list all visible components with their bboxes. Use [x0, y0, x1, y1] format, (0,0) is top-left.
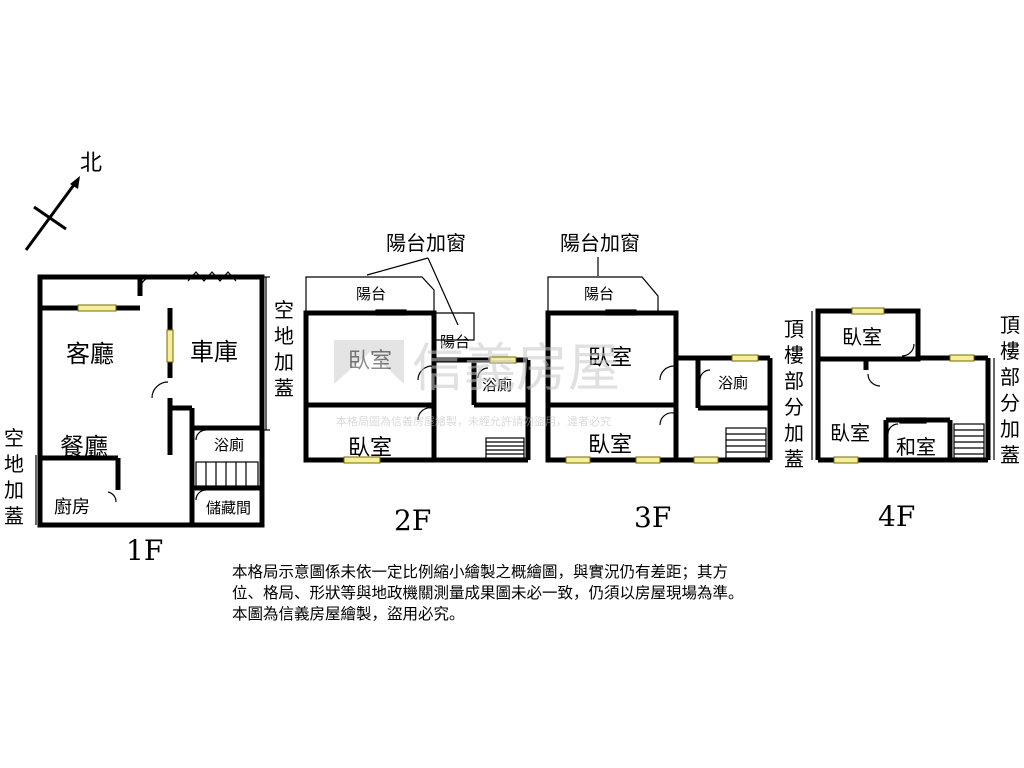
svg-text:蓋: 蓋 — [1000, 443, 1020, 467]
watermark-brand: 信義房屋 — [412, 339, 620, 399]
svg-text:樓: 樓 — [1000, 339, 1020, 363]
f2-bedroom2-label: 臥室 — [348, 436, 392, 461]
f3-bedroom2-label: 臥室 — [588, 433, 632, 458]
svg-text:蓋: 蓋 — [784, 447, 804, 471]
svg-text:部: 部 — [1000, 365, 1020, 389]
svg-text:分: 分 — [1000, 391, 1020, 415]
svg-text:蓋: 蓋 — [4, 504, 24, 528]
svg-text:地: 地 — [4, 452, 24, 476]
svg-text:加: 加 — [274, 350, 294, 374]
f1-side-note-right: 空 地 加 蓋 — [274, 298, 294, 400]
svg-text:空: 空 — [4, 426, 24, 450]
svg-text:地: 地 — [274, 324, 294, 348]
watermark: 信義房屋 本格局圖為信義房屋繪製，未經允許請勿盜用，違者必究 — [334, 339, 620, 428]
f3-bath-label: 浴廁 — [718, 374, 748, 392]
svg-text:加: 加 — [1000, 417, 1020, 441]
f4-floor-name: 4F — [878, 500, 915, 533]
f4-bedroom2-label: 臥室 — [830, 421, 870, 445]
f1-living-label: 客廳 — [66, 340, 114, 368]
f3-floor-name: 3F — [634, 501, 671, 534]
svg-text:樓: 樓 — [784, 343, 804, 367]
north-arrow-icon — [24, 176, 80, 251]
svg-text:加: 加 — [784, 421, 804, 445]
svg-text:空: 空 — [274, 298, 294, 322]
f3-bedroom1-label: 臥室 — [588, 346, 632, 371]
floor-2f — [303, 257, 531, 464]
svg-text:加: 加 — [4, 478, 24, 502]
north-label: 北 — [80, 151, 102, 176]
f1-storage-label: 儲藏間 — [206, 499, 251, 517]
f1-dining-label: 餐廳 — [60, 433, 108, 461]
brand-logo-icon — [334, 340, 404, 384]
floor-3f — [545, 257, 773, 464]
floor-4f — [811, 307, 995, 464]
f3-top-note: 陽台加窗 — [560, 231, 640, 255]
watermark-notice: 本格局圖為信義房屋繪製，未經允許請勿盜用，違者必究 — [336, 414, 611, 428]
svg-text:蓋: 蓋 — [274, 376, 294, 400]
disclaimer-text: 本格局示意圖係未依一定比例縮小繪製之概繪圖，與實況仍有差距；其方 位、格局、形狀… — [232, 562, 872, 625]
f1-side-note-left: 空 地 加 蓋 — [4, 426, 24, 528]
f2-balcony-small-label: 陽台 — [440, 333, 470, 351]
f1-floor-name: 1F — [126, 534, 163, 567]
f4-side-note-right: 頂 樓 部 分 加 蓋 — [1000, 313, 1020, 467]
f2-floor-name: 2F — [394, 504, 431, 537]
f4-washitsu-label: 和室 — [896, 435, 936, 459]
svg-text:頂: 頂 — [1000, 313, 1020, 337]
f4-side-note-left: 頂 樓 部 分 加 蓋 — [784, 317, 804, 471]
disclaimer-line-3: 本圖為信義房屋繪製，盜用必究。 — [232, 605, 465, 623]
f2-balcony-label: 陽台 — [356, 285, 386, 303]
f2-bath-label: 浴廁 — [482, 376, 512, 394]
f3-balcony-label: 陽台 — [584, 285, 614, 303]
f2-top-note: 陽台加窗 — [386, 231, 466, 255]
svg-text:分: 分 — [784, 395, 804, 419]
svg-text:頂: 頂 — [784, 317, 804, 341]
f1-garage-label: 車庫 — [190, 338, 238, 366]
f4-bedroom1-label: 臥室 — [842, 325, 882, 349]
f1-kitchen-label: 廚房 — [54, 496, 90, 518]
f1-bath-label: 浴廁 — [214, 436, 244, 454]
disclaimer-line-2: 位、格局、形狀等與地政機關測量成果圖未必一致，仍須以房屋現場為準。 — [232, 584, 744, 602]
svg-text:部: 部 — [784, 369, 804, 393]
disclaimer-line-1: 本格局示意圖係未依一定比例縮小繪製之概繪圖，與實況仍有差距；其方 — [232, 563, 729, 581]
floor-1f — [35, 271, 270, 528]
